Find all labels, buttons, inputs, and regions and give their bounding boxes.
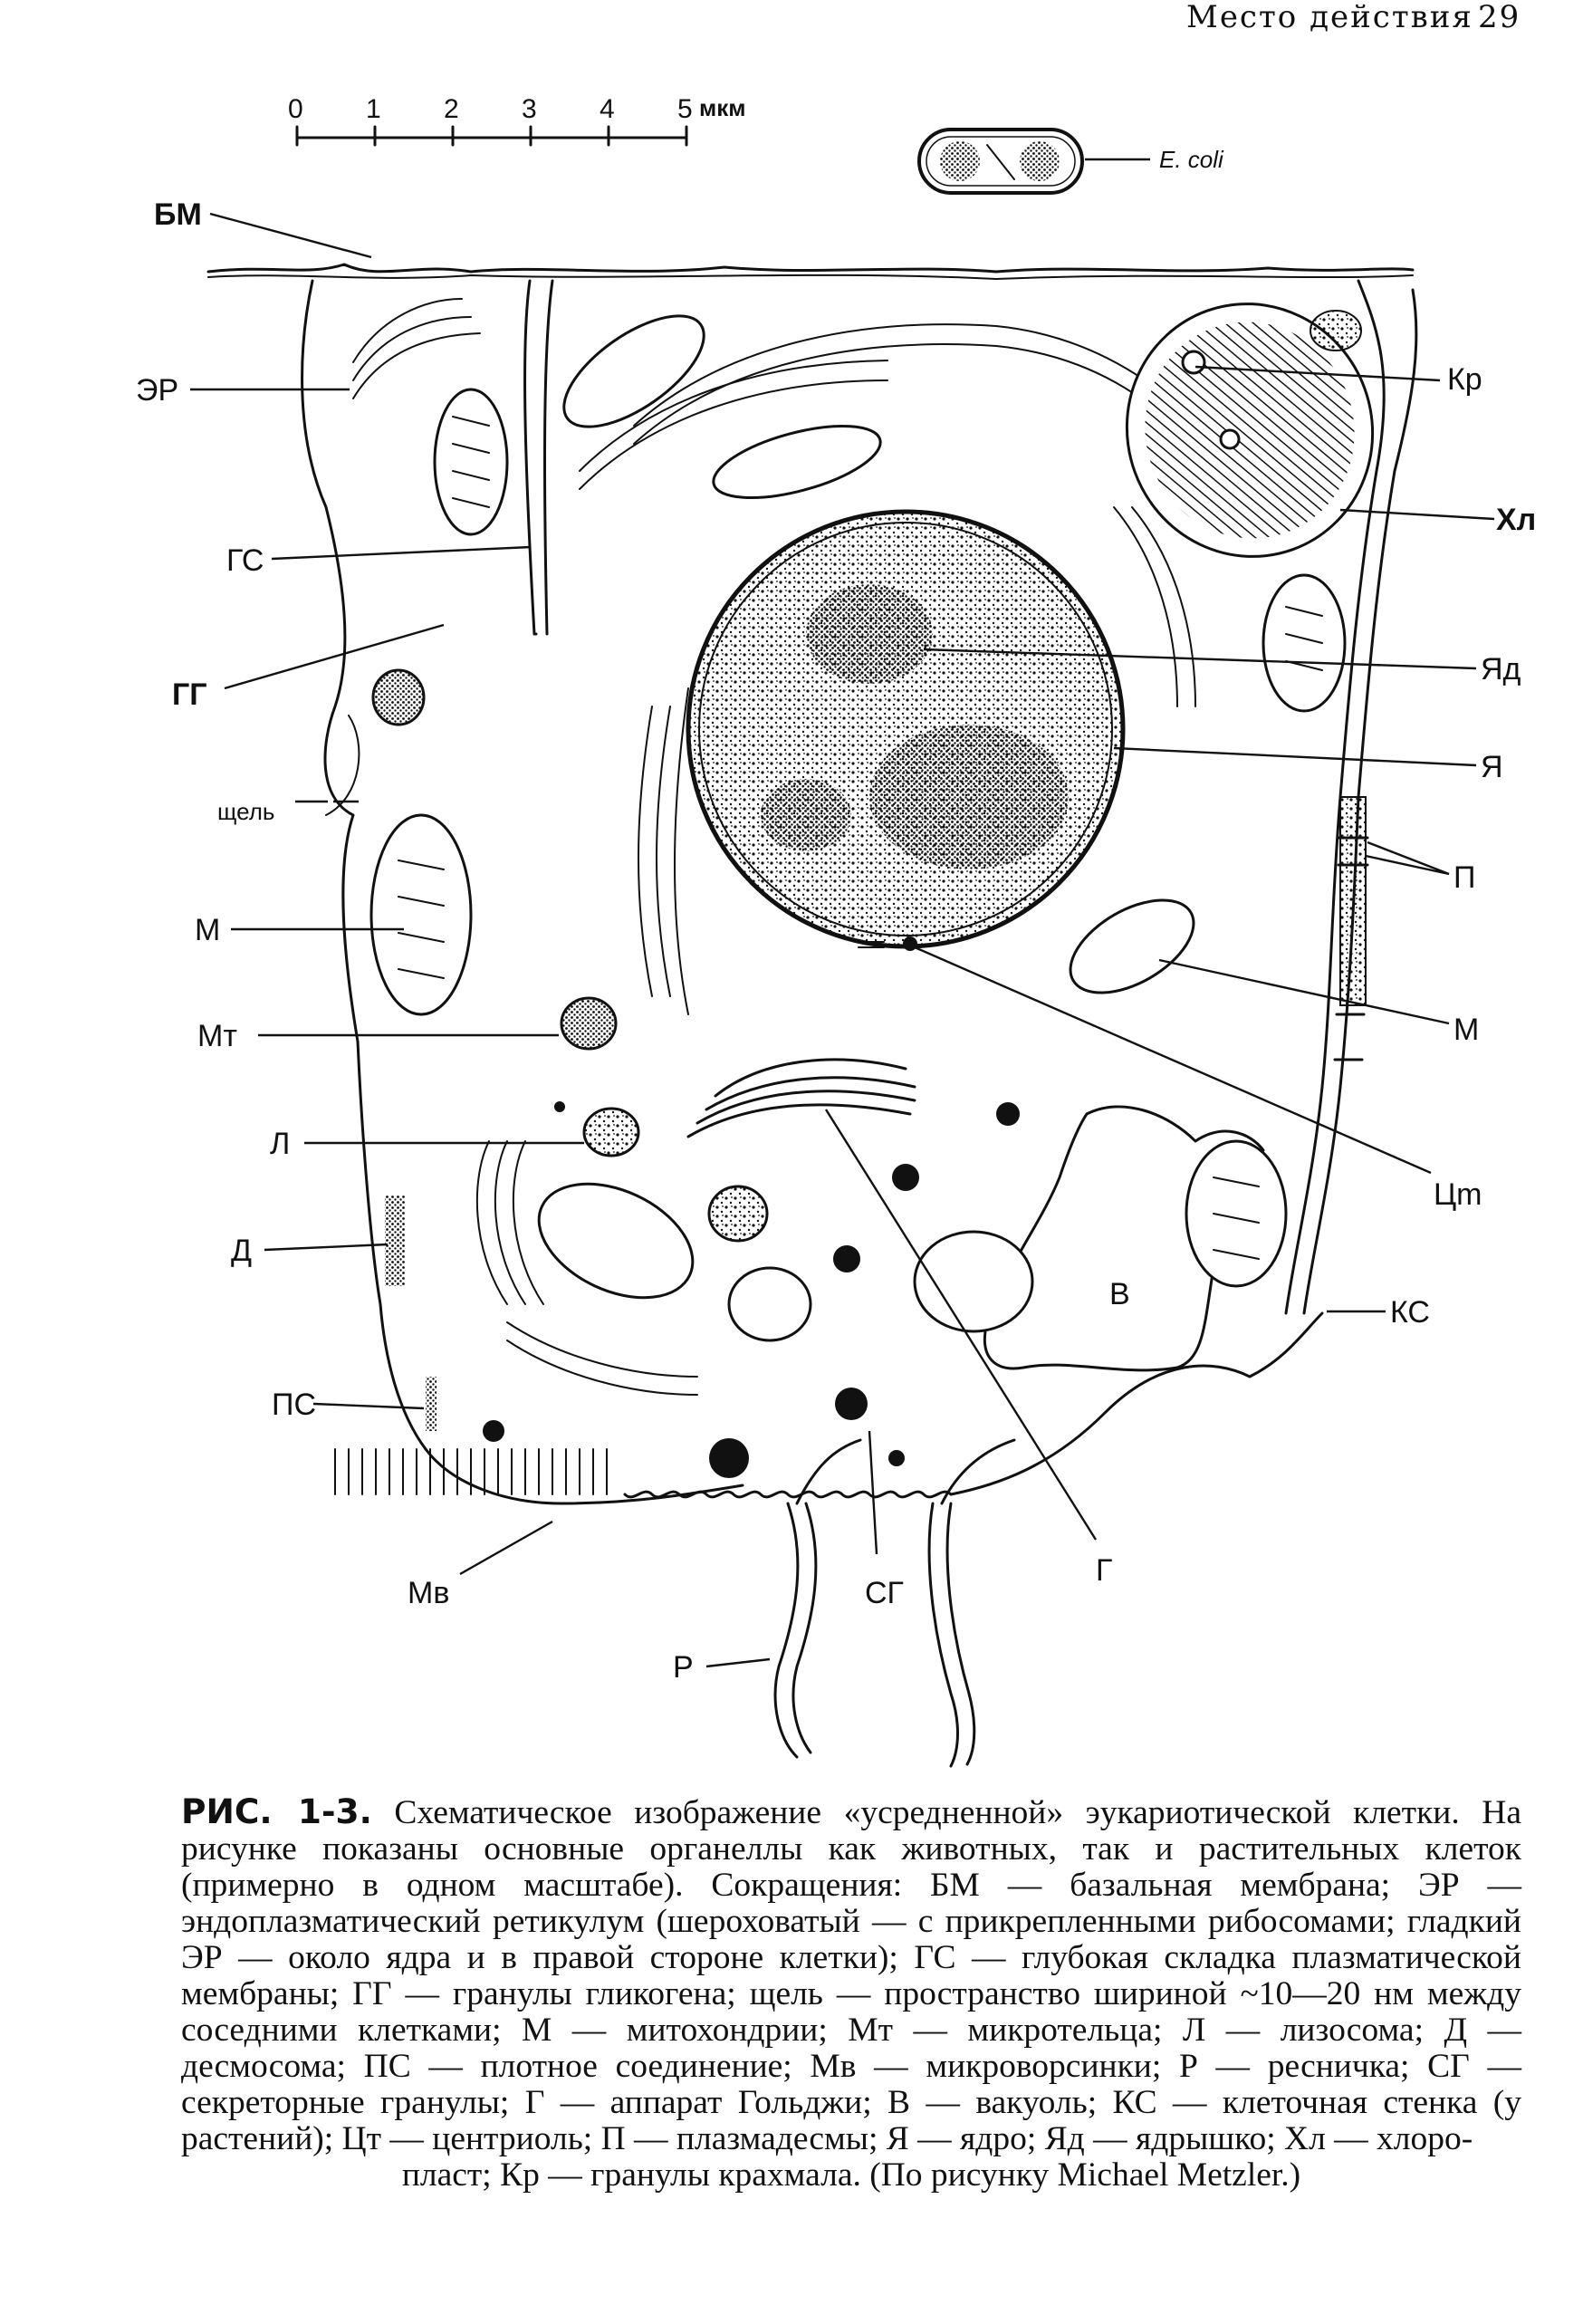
label-er: ЭР bbox=[136, 373, 178, 408]
golgi-apparatus bbox=[686, 1058, 916, 1138]
label-r: Р bbox=[673, 1650, 694, 1685]
page-mark: 29 bbox=[1478, 0, 1521, 35]
granules bbox=[371, 310, 1362, 1478]
label-tsm: Цm bbox=[1434, 1177, 1482, 1212]
label-kr: Кр bbox=[1447, 362, 1482, 397]
scale-tick-4: 4 bbox=[600, 94, 615, 124]
running-title: Место действия bbox=[1186, 0, 1473, 35]
label-mv: Мв bbox=[408, 1576, 449, 1610]
starch-granule bbox=[1181, 350, 1206, 375]
scale-tick-0: 0 bbox=[288, 94, 303, 124]
label-m-right: М bbox=[1453, 1013, 1479, 1047]
label-l: Л bbox=[270, 1127, 290, 1161]
basement-membrane bbox=[206, 263, 1415, 274]
chloroplast bbox=[1125, 303, 1375, 558]
labels-right: Кр Хл Яд Я П М Цm КС bbox=[914, 362, 1536, 1330]
label-yad: Яд bbox=[1481, 652, 1521, 687]
figure-caption: РИС. 1-3. Схематическое изображение «уср… bbox=[181, 1793, 1521, 2194]
scale-tick-2: 2 bbox=[444, 94, 459, 124]
label-v: В bbox=[1109, 1277, 1130, 1311]
vacuole bbox=[983, 1105, 1265, 1372]
scale-bar: 0 1 2 3 4 5 мкм bbox=[288, 94, 745, 147]
label-shchel: щель bbox=[217, 798, 274, 825]
figure-label: РИС. 1-3. bbox=[181, 1791, 372, 1831]
junctions bbox=[385, 1196, 437, 1431]
labels-left: БМ ЭР ГС ГГ щель М Мт Л Д ПС Мв Р СГ Г bbox=[136, 197, 1112, 1685]
label-m-left: М bbox=[195, 913, 220, 947]
label-mt: Мт bbox=[197, 1019, 237, 1053]
label-khl: Хл bbox=[1496, 503, 1536, 537]
scale-unit: мкм bbox=[699, 94, 745, 121]
cilia bbox=[773, 1438, 1016, 1768]
label-p: П bbox=[1453, 860, 1475, 895]
nucleus bbox=[686, 509, 1126, 949]
cell-outline: В bbox=[301, 279, 1418, 1505]
mitochondria bbox=[369, 314, 1347, 1342]
ecoli-bacterium: E. coli bbox=[917, 128, 1224, 195]
scale-tick-3: 3 bbox=[522, 94, 537, 124]
scale-tick-1: 1 bbox=[366, 94, 381, 124]
nucleolus bbox=[806, 584, 933, 684]
caption-body: Схематическое изображение «усредненной» … bbox=[181, 1794, 1521, 2157]
label-gs: ГС bbox=[226, 543, 264, 578]
label-ps: ПС bbox=[272, 1388, 316, 1422]
centriole bbox=[858, 936, 917, 951]
label-bm: БМ bbox=[154, 197, 202, 232]
label-ks: КС bbox=[1390, 1295, 1430, 1330]
label-d: Д bbox=[231, 1234, 252, 1268]
label-g: Г bbox=[1096, 1553, 1112, 1588]
label-ya: Я bbox=[1481, 750, 1503, 784]
caption-tail: пласт; Кр — гранулы крахмала. (По рисунк… bbox=[401, 2156, 1301, 2194]
label-ecoli: E. coli bbox=[1159, 146, 1224, 173]
label-gg: ГГ bbox=[172, 677, 207, 712]
scale-tick-5: 5 bbox=[677, 94, 693, 124]
label-sg: СГ bbox=[865, 1576, 904, 1610]
cell-diagram: Место действия 29 0 1 2 3 4 5 мкм E. col… bbox=[136, 0, 1536, 1768]
